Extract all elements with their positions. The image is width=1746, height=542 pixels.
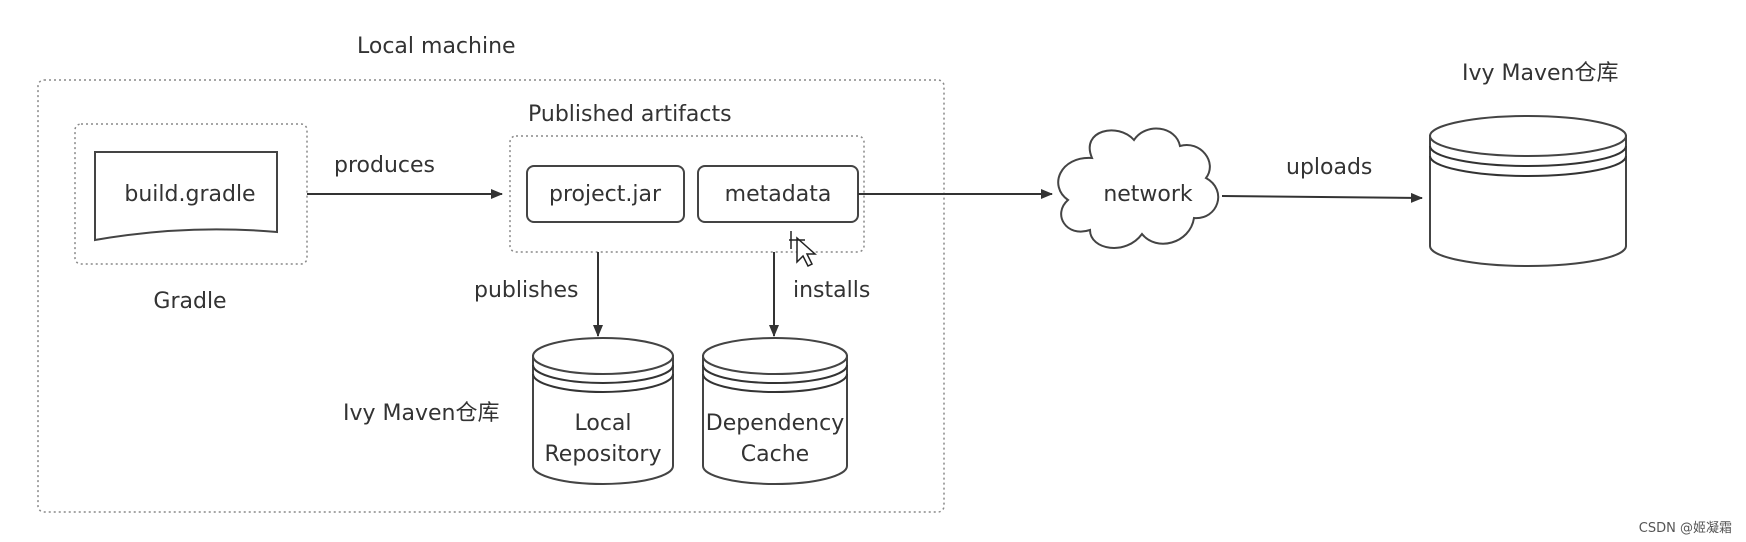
- mouse-cursor-icon: [789, 231, 817, 268]
- dependency-cache-label-line2: Cache: [741, 442, 809, 467]
- uploads-arrow: [1221, 192, 1423, 203]
- local-repo-title: Ivy Maven仓库: [343, 401, 499, 426]
- installs-label: installs: [793, 278, 870, 303]
- remote-repo-title: Ivy Maven仓库: [1462, 61, 1618, 86]
- network-label: network: [1103, 182, 1193, 207]
- project-jar-label: project.jar: [549, 182, 662, 207]
- uploads-label: uploads: [1286, 155, 1372, 180]
- metadata-label: metadata: [725, 182, 832, 207]
- local-repository-cylinder: [532, 337, 674, 485]
- csdn-watermark: CSDN @姬凝霜: [1638, 521, 1732, 536]
- project-jar-box: [526, 165, 685, 223]
- published-artifacts-label: Published artifacts: [528, 102, 732, 127]
- produces-label: produces: [334, 153, 435, 178]
- gradle-boundary: [74, 123, 308, 265]
- local-machine-boundary: [37, 79, 945, 513]
- network-cloud: [1057, 127, 1219, 249]
- build-gradle-document: [94, 151, 278, 242]
- published-artifacts-boundary: [509, 135, 865, 253]
- remote-repository-cylinder: [1429, 115, 1627, 267]
- gradle-label: Gradle: [153, 289, 226, 314]
- build-gradle-label: build.gradle: [124, 182, 255, 207]
- dependency-cache-cylinder: [702, 337, 848, 485]
- dependency-cache-label-line1: Dependency: [706, 411, 844, 436]
- local-repository-label-line2: Repository: [545, 442, 662, 467]
- local-repository-label-line1: Local: [574, 411, 631, 436]
- publishes-label: publishes: [474, 278, 579, 303]
- local-machine-label: Local machine: [357, 34, 516, 59]
